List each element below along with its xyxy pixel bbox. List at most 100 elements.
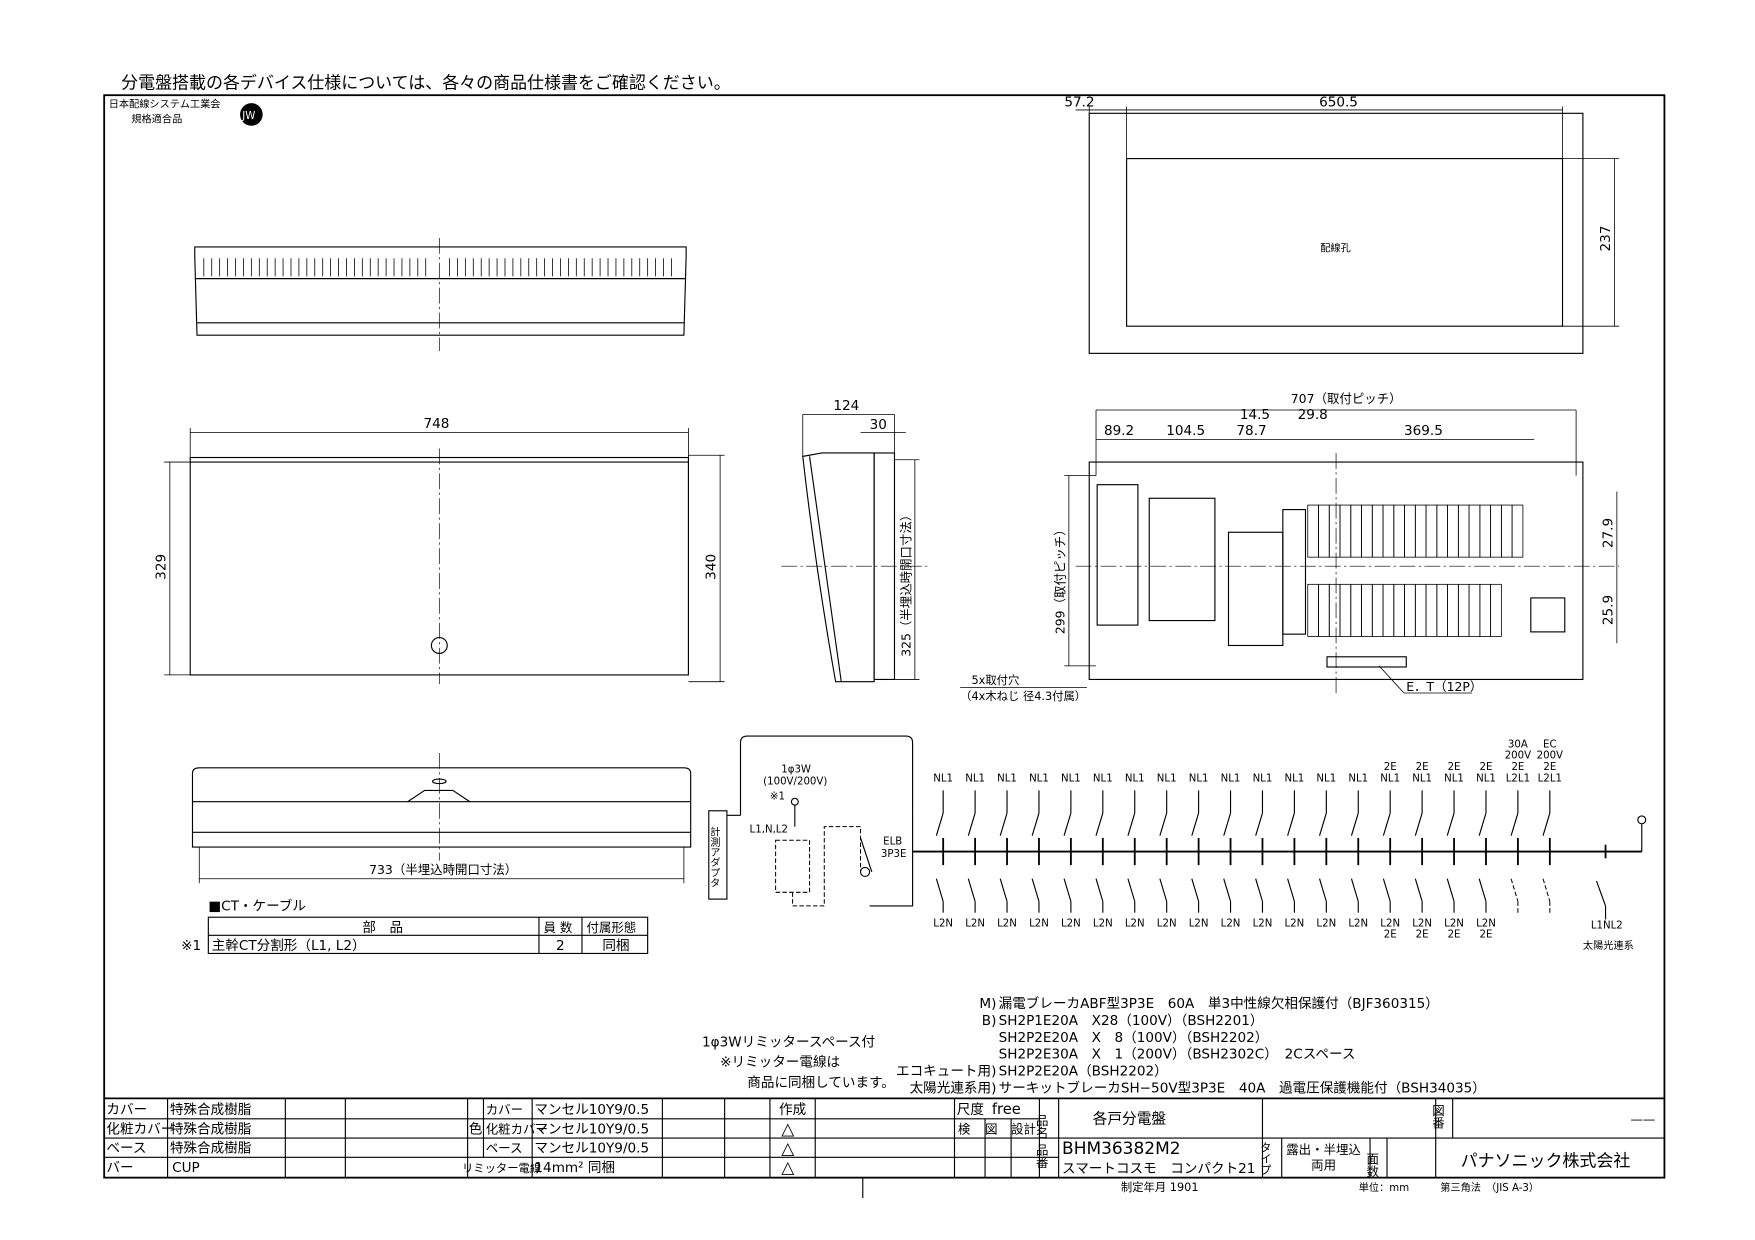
branch-breaker-upper xyxy=(1425,504,1438,558)
circuit-bottom-label: L2N xyxy=(1221,918,1241,929)
drawing-label: 図 xyxy=(985,1121,997,1136)
created-label: 作成 xyxy=(779,1102,807,1118)
dim-340: 340 xyxy=(704,554,720,580)
branch-breaker-upper xyxy=(1382,504,1395,558)
branch-breaker-upper xyxy=(1511,504,1524,558)
branch-breaker-upper xyxy=(1307,504,1319,558)
ct-header-part: 部 品 xyxy=(362,920,403,936)
dim-325: 325（半埋込時開口寸法） xyxy=(898,509,913,657)
circuit-top-label: NL1 xyxy=(1253,773,1273,784)
mounting-holes-label: 5x取付穴 xyxy=(971,673,1019,687)
circuit-top-label: NL1 xyxy=(1093,773,1113,784)
branch-breaker-upper xyxy=(1457,504,1470,558)
circuit-top-label: NL1 xyxy=(1285,773,1305,784)
circuit-top-label: 2E xyxy=(1480,762,1493,773)
ct-table-title: ■CT・ケーブル xyxy=(208,897,306,914)
circuit-top-label: NL1 xyxy=(965,773,985,784)
color-value: マンセル10Y9/0.5 xyxy=(534,1102,649,1118)
circuit-top-label: NL1 xyxy=(1125,773,1145,784)
color-value: マンセル10Y9/0.5 xyxy=(534,1121,649,1137)
dim-748: 748 xyxy=(423,416,449,432)
revision-mark: △ xyxy=(781,1158,794,1178)
ct-row-part: 主幹CT分割形（L1, L2） xyxy=(212,937,366,954)
circuit-top-label: 2E xyxy=(1384,762,1397,773)
dim-89-2: 89.2 xyxy=(1104,423,1134,439)
ct-row-form: 同梱 xyxy=(602,938,629,954)
branch-breaker-upper xyxy=(1479,504,1492,558)
jwda-logo-icon xyxy=(240,103,263,126)
dim-369-5: 369.5 xyxy=(1404,423,1443,439)
number-label: 品番 xyxy=(1034,1144,1049,1169)
solar-circuit: L1NL2 太陽光連系 xyxy=(1583,844,1634,952)
note-prefix: エコキュート用) xyxy=(896,1064,996,1080)
branch-breaker-upper xyxy=(1404,504,1416,558)
scale-label: 尺度 xyxy=(957,1102,985,1118)
circuit-bottom-label: L2N xyxy=(1157,918,1177,929)
branch-breaker-upper xyxy=(1361,504,1373,558)
color-part: カバー xyxy=(486,1102,523,1117)
supply-type: 1φ3W xyxy=(781,764,811,775)
certification-mark: 日本配線システム工業会 規格適合品 JW xyxy=(109,98,263,126)
bottom-view: 733（半埋込時開口寸法） xyxy=(191,753,692,884)
supply-voltage: (100V/200V) xyxy=(763,777,827,788)
branch-breaker-upper xyxy=(1328,504,1341,558)
drawing-no: —— xyxy=(1630,1111,1655,1126)
circuit-bottom-label: 2E xyxy=(1416,930,1429,941)
circuit-bottom-label: L2N xyxy=(1380,918,1400,929)
dim-14-5: 14.5 xyxy=(1240,407,1270,423)
note-branch-3: SH2P2E30A X 1（200V）（BSH2302C） 2Cスペース xyxy=(999,1047,1356,1063)
limiter-part: リミッター電線 xyxy=(462,1161,541,1175)
ct-header-qty: 員 数 xyxy=(543,920,572,935)
circuit-bottom-label: L2N xyxy=(1061,918,1081,929)
circuit-top-label: NL1 xyxy=(1221,773,1241,784)
circuit-bottom-label: 2E xyxy=(1384,930,1397,941)
main-breaker-type: 3P3E xyxy=(881,849,907,860)
back-view: 57.2 650.5 237 配線孔 xyxy=(1064,95,1620,354)
circuit-bottom-label: L2N xyxy=(1093,918,1113,929)
circuit-bottom-label: L2N xyxy=(965,918,985,929)
material-part: バー xyxy=(106,1160,133,1176)
note-solar: サーキットブレーカSH−50V型3P3E 40A 過電圧保護機能付（BSH340… xyxy=(999,1080,1486,1097)
mounting-screws-label: （4x木ねじ 径4.3付属） xyxy=(960,689,1086,703)
header-note: 分電盤搭載の各デバイス仕様については、各々の商品仕様書をご確認ください。 xyxy=(121,72,731,93)
earth-terminal xyxy=(1326,656,1407,668)
circuit-top-label: NL1 xyxy=(1444,773,1464,784)
branch-breaker-lower xyxy=(1447,583,1459,637)
branch-breaker-upper xyxy=(1447,504,1459,558)
circuit-top-label: 30A xyxy=(1508,739,1528,750)
circuit-bottom-label: L2N xyxy=(1125,918,1145,929)
drawing-no-label: 図番 xyxy=(1430,1104,1445,1129)
material-value: 特殊合成樹脂 xyxy=(170,1121,251,1137)
branch-breaker-lower xyxy=(1404,583,1416,637)
company-name: パナソニック株式会社 xyxy=(1461,1151,1631,1171)
branch-breaker-lower xyxy=(1479,583,1492,637)
circuit-top-label: NL1 xyxy=(1029,773,1049,784)
branch-breaker-upper xyxy=(1371,504,1384,558)
type-value-2: 両用 xyxy=(1311,1158,1336,1173)
branch-breaker-lower xyxy=(1393,583,1405,637)
branch-breaker-lower xyxy=(1457,583,1470,637)
established-date: 制定年月 1901 xyxy=(1121,1180,1199,1194)
material-part: ベース xyxy=(106,1141,146,1157)
wiring-hole-label: 配線孔 xyxy=(1320,241,1351,254)
ct-row-qty: 2 xyxy=(556,938,565,954)
dim-733: 733（半埋込時開口寸法） xyxy=(369,862,517,877)
ct-row-mark: ※1 xyxy=(181,938,201,954)
dim-237: 237 xyxy=(1598,226,1614,252)
note-prefix: B) xyxy=(982,1013,997,1029)
circuit-top-label: 2E xyxy=(1416,762,1429,773)
circuit-bottom-label: L2N xyxy=(1285,918,1305,929)
circuit-top-label: 200V xyxy=(1505,751,1531,762)
material-value: 特殊合成樹脂 xyxy=(170,1141,251,1157)
circuit-bottom-label: L2N xyxy=(1316,918,1336,929)
